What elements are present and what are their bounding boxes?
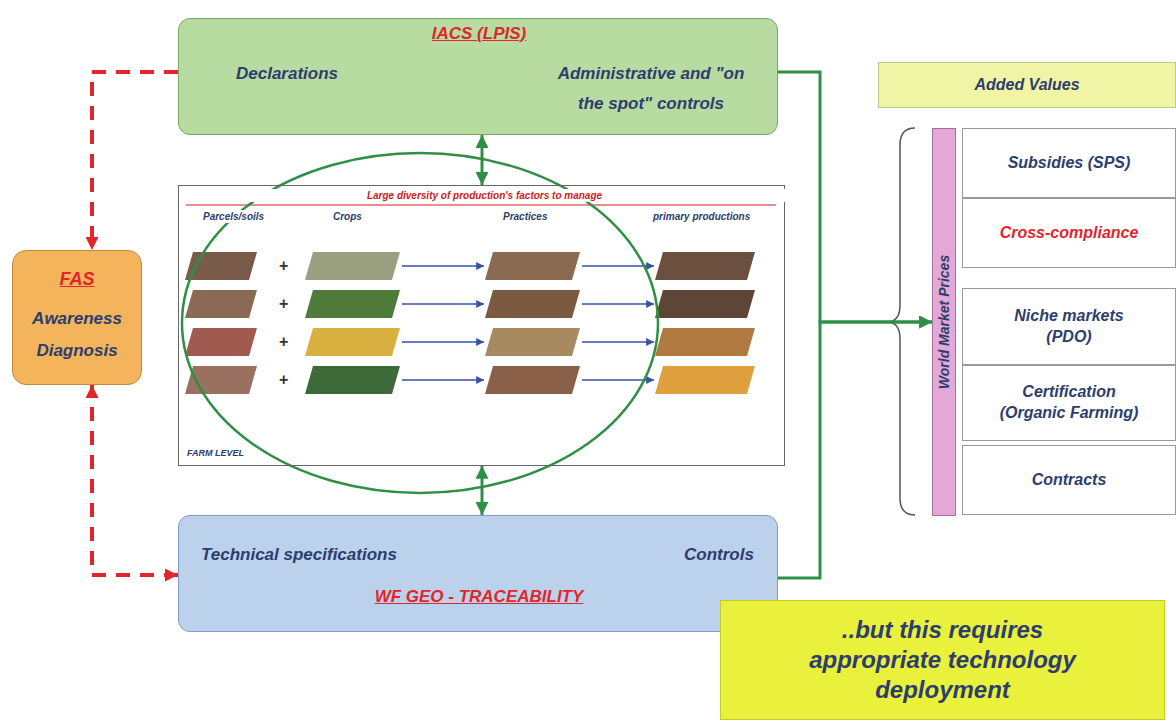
value-box: Contracts <box>962 445 1176 515</box>
soil-picture <box>185 290 257 318</box>
callout-box: ..but this requires appropriate technolo… <box>720 600 1165 720</box>
box-text: Certification (Organic Farming) <box>994 382 1144 424</box>
box-text: Niche markets (PDO) <box>994 306 1144 348</box>
flow-lines <box>402 266 654 380</box>
plus-sign: + <box>279 334 288 350</box>
practice-picture <box>485 366 580 394</box>
column-heading: primary productions <box>651 210 752 223</box>
value-box: Certification (Organic Farming) <box>962 365 1176 441</box>
connector <box>481 135 484 185</box>
value-box: Niche markets (PDO) <box>962 288 1176 365</box>
connector <box>92 385 178 575</box>
crop-picture <box>305 252 400 280</box>
product-picture <box>655 290 755 318</box>
box-title: Added Values <box>974 75 1079 96</box>
box-text: Technical specifications <box>201 544 397 566</box>
field-pictures <box>185 252 755 394</box>
price-band: World Market Prices <box>932 128 956 516</box>
farm-panel: Large diversity of production's factors … <box>178 185 785 466</box>
crop-picture <box>305 290 400 318</box>
box-text: Administrative and "on the spot" control… <box>551 59 751 119</box>
flow-line <box>402 265 484 266</box>
panel-footer: FARM LEVEL <box>185 448 246 460</box>
flow-line <box>402 303 484 304</box>
box-title: FAS <box>59 268 94 291</box>
connector <box>778 322 932 578</box>
plus-sign: + <box>279 296 288 312</box>
product-picture <box>655 328 755 356</box>
box-text: Contracts <box>1032 470 1107 491</box>
crop-picture <box>305 328 400 356</box>
plus-sign: + <box>279 372 288 388</box>
flow-line <box>402 379 484 380</box>
connector <box>778 72 932 322</box>
band-text: World Market Prices <box>935 255 953 389</box>
product-picture <box>655 366 755 394</box>
box-text: Declarations <box>236 63 338 85</box>
practice-picture <box>485 328 580 356</box>
system-box: Technical specifications Controls WF GEO -… <box>178 515 778 632</box>
flow-line <box>402 341 484 342</box>
product-picture <box>655 252 755 280</box>
column-heading: Practices <box>501 210 549 223</box>
grouping-ellipse <box>182 153 658 493</box>
soil-picture <box>185 328 257 356</box>
panel-heading: Large diversity of production's factors … <box>179 189 790 202</box>
advisory-box: FAS Awareness Diagnosis <box>12 250 142 385</box>
flow-line <box>582 341 654 342</box>
connector <box>92 72 178 250</box>
box-title: IACS (LPIS) <box>179 23 779 45</box>
flow-line <box>582 303 654 304</box>
crop-picture <box>305 366 400 394</box>
header-box: Added Values <box>878 62 1176 108</box>
practice-picture <box>485 252 580 280</box>
practice-picture <box>485 290 580 318</box>
panel-ground <box>178 185 785 465</box>
value-box: Subsidies (SPS) <box>962 128 1176 198</box>
box-text: Subsidies (SPS) <box>1008 153 1131 174</box>
column-heading: Crops <box>331 210 364 223</box>
connector <box>481 466 484 515</box>
box-title: WF GEO - TRACEABILITY <box>179 586 779 608</box>
box-text: Awareness Diagnosis <box>22 303 132 367</box>
box-text: Cross-compliance <box>1000 223 1139 244</box>
heading-rule <box>186 204 776 205</box>
callout-text: ..but this requires appropriate technolo… <box>783 615 1103 705</box>
column-heading: Parcels/soils <box>201 210 266 223</box>
system-box: IACS (LPIS) Declarations Administrative an… <box>178 18 778 135</box>
box-text: Controls <box>684 544 754 566</box>
plus-sign: + <box>279 258 288 274</box>
value-box: Cross-compliance <box>962 198 1176 268</box>
